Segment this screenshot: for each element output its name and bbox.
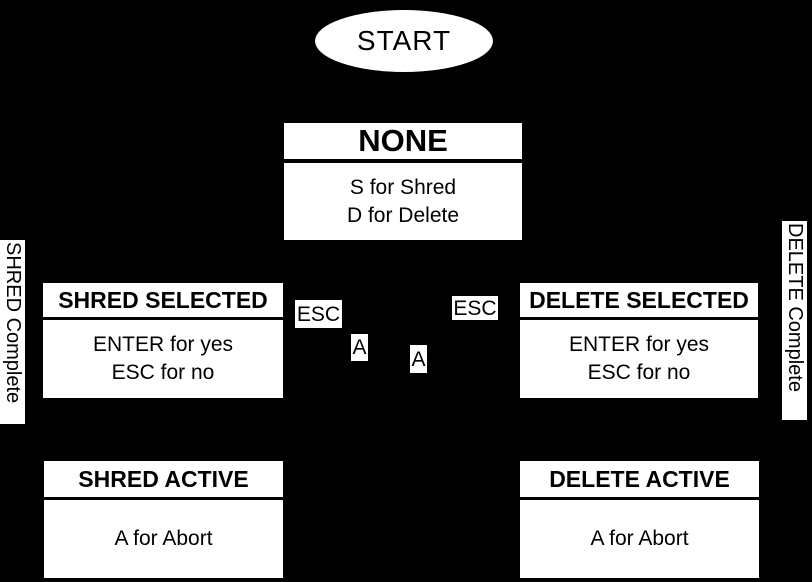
state-delete-active-body: A for Abort — [520, 500, 759, 578]
state-none: NONE S for Shred D for Delete — [284, 123, 522, 240]
state-delete-selected: DELETE SELECTED ENTER for yes ESC for no — [520, 283, 758, 398]
state-shred-selected-body: ENTER for yes ESC for no — [43, 320, 283, 398]
state-none-line1: S for Shred — [349, 175, 457, 199]
start-node: START — [315, 10, 493, 72]
edge-label-abort-left: A — [351, 334, 368, 361]
start-node-label: START — [356, 25, 452, 56]
state-delete-selected-line2: ESC for no — [587, 361, 691, 384]
state-delete-selected-line1: ENTER for yes — [568, 333, 710, 356]
state-shred-selected-title: SHRED SELECTED — [43, 283, 283, 320]
state-shred-selected: SHRED SELECTED ENTER for yes ESC for no — [43, 283, 283, 398]
side-label-delete-complete: DELETE Complete — [782, 221, 807, 420]
side-label-shred-complete: SHRED Complete — [0, 240, 25, 424]
state-delete-selected-body: ENTER for yes ESC for no — [520, 320, 758, 398]
state-shred-active-body: A for Abort — [44, 500, 283, 578]
state-none-title: NONE — [284, 123, 522, 163]
state-shred-selected-line1: ENTER for yes — [92, 333, 234, 356]
state-shred-active: SHRED ACTIVE A for Abort — [44, 461, 283, 578]
state-delete-selected-title: DELETE SELECTED — [520, 283, 758, 320]
state-none-line2: D for Delete — [346, 203, 460, 227]
state-shred-selected-line2: ESC for no — [111, 361, 215, 384]
state-none-body: S for Shred D for Delete — [284, 163, 522, 240]
state-delete-active-line1: A for Abort — [590, 527, 689, 550]
state-delete-active: DELETE ACTIVE A for Abort — [520, 461, 759, 578]
state-shred-active-title: SHRED ACTIVE — [44, 461, 283, 500]
edge-label-esc-right: ESC — [452, 296, 498, 320]
edge-label-abort-right: A — [410, 345, 427, 373]
state-shred-active-line1: A for Abort — [114, 527, 213, 550]
state-delete-active-title: DELETE ACTIVE — [520, 461, 759, 500]
edge-label-esc-left: ESC — [295, 300, 342, 328]
